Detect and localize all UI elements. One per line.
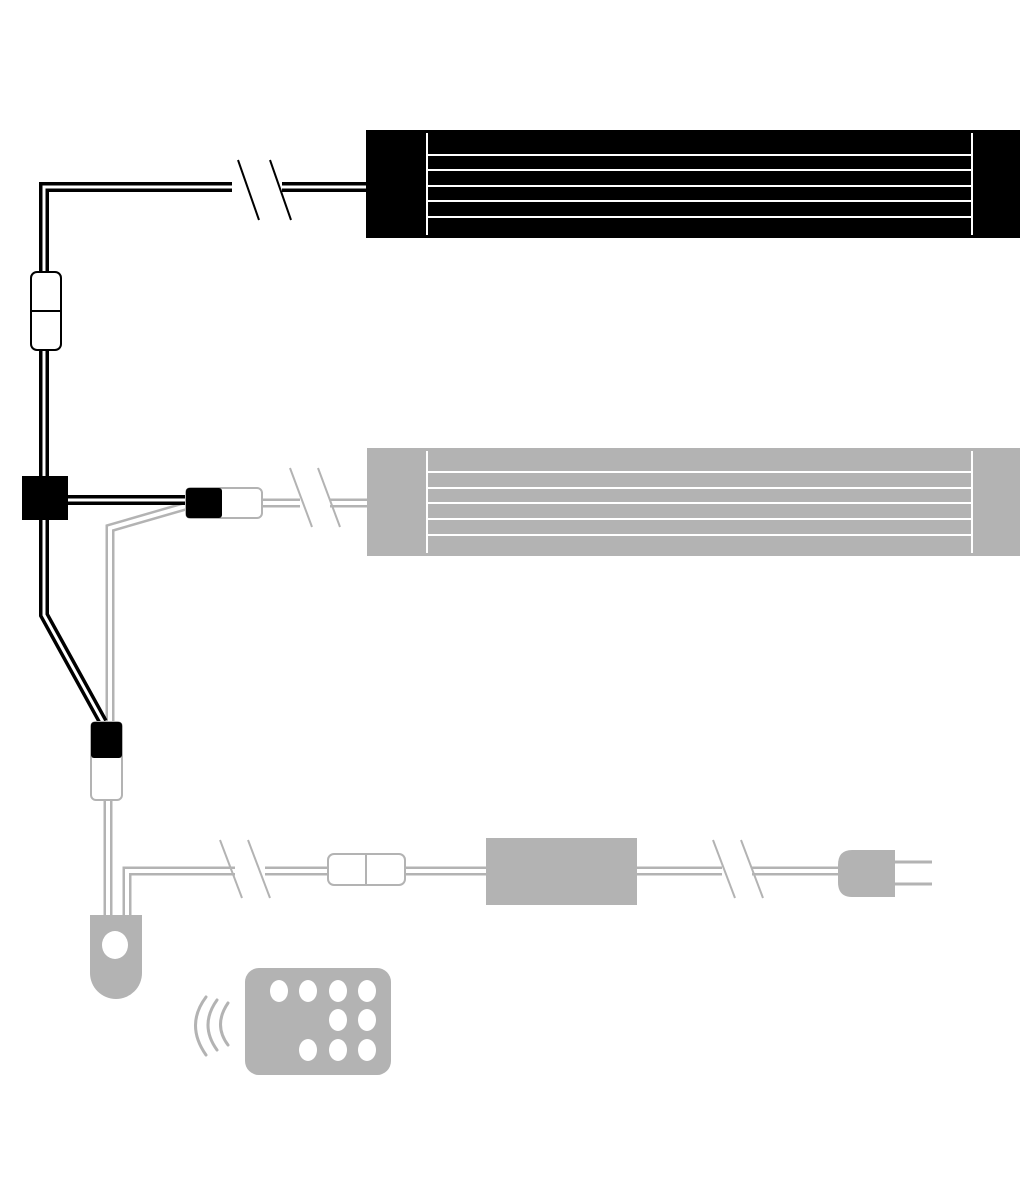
black-cable: [39, 159, 366, 725]
inline-connector-black: [30, 271, 62, 351]
lamp-connector: [185, 487, 263, 519]
power-plug-icon: [838, 850, 932, 897]
led-bar-inactive: [367, 448, 1020, 556]
power-adapter-icon: [486, 838, 637, 905]
ir-sensor-icon: [90, 915, 142, 999]
signal-waves-icon: [194, 995, 230, 1057]
sensor-connector: [90, 721, 123, 801]
remote-control-icon: [245, 968, 391, 1075]
inline-connector-gray: [327, 853, 406, 886]
led-bar-active: [366, 130, 1020, 238]
t-splitter: [22, 476, 68, 520]
